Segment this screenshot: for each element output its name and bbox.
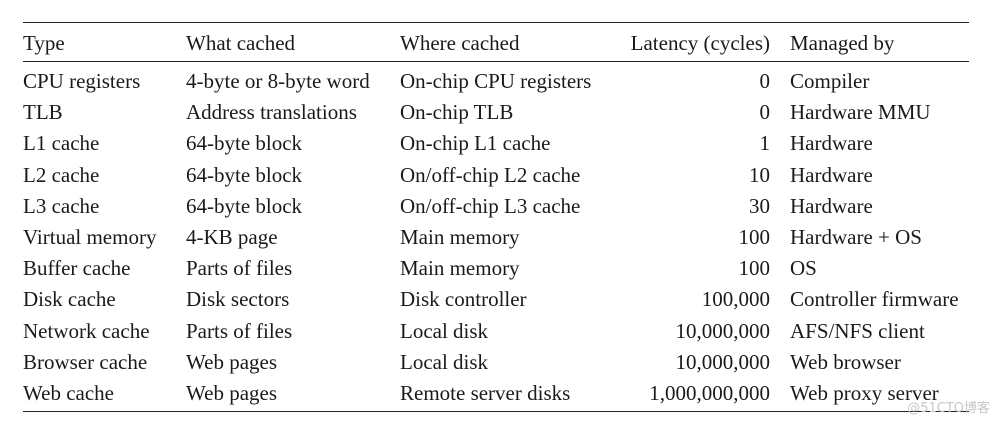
watermark: @51CTO博客: [907, 401, 990, 416]
table-row: Browser cache Web pages Local disk 10,00…: [23, 347, 969, 378]
cell-where-cached: On-chip TLB: [400, 100, 514, 125]
cell-where-cached: Local disk: [400, 349, 489, 374]
header-where-cached: Where cached: [400, 31, 520, 55]
table-row: L2 cache 64-byte block On/off-chip L2 ca…: [23, 160, 969, 191]
table-row: Web cache Web pages Remote server disks …: [23, 378, 969, 412]
header-what-cached: What cached: [186, 31, 296, 55]
table-row: Virtual memory 4-KB page Main memory 100…: [23, 222, 969, 253]
table-row: L1 cache 64-byte block On-chip L1 cache …: [23, 128, 969, 159]
cell-where-cached: On-chip L1 cache: [400, 131, 551, 156]
cell-managed-by: Hardware + OS: [790, 225, 922, 250]
cell-type: Network cache: [23, 318, 150, 343]
cell-what-cached: Parts of files: [186, 256, 293, 281]
table-row: Network cache Parts of files Local disk …: [23, 316, 969, 347]
cell-what-cached: Disk sectors: [186, 287, 290, 312]
cell-latency: 100: [738, 225, 771, 250]
cell-managed-by: Web proxy server: [790, 381, 939, 406]
cell-managed-by: AFS/NFS client: [790, 318, 925, 343]
cell-type: Disk cache: [23, 287, 116, 312]
cell-latency: 10,000,000: [675, 318, 771, 343]
cell-latency: 0: [759, 100, 771, 125]
cell-type: Buffer cache: [23, 256, 131, 281]
cell-what-cached: 64-byte block: [186, 131, 303, 156]
cell-where-cached: Disk controller: [400, 287, 527, 312]
cell-type: L2 cache: [23, 162, 100, 187]
cell-where-cached: Main memory: [400, 225, 520, 250]
cell-where-cached: On/off-chip L2 cache: [400, 162, 581, 187]
cell-type: TLB: [23, 100, 63, 125]
header-type: Type: [23, 31, 65, 55]
cell-what-cached: Web pages: [186, 349, 278, 374]
cell-latency: 0: [759, 69, 771, 93]
cache-table-container: Type What cached Where cached Latency (c…: [23, 22, 969, 412]
cell-type: Virtual memory: [23, 225, 157, 250]
cell-latency: 100: [738, 256, 771, 281]
cell-where-cached: Remote server disks: [400, 381, 571, 406]
cell-type: Browser cache: [23, 349, 148, 374]
cell-type: L3 cache: [23, 193, 100, 218]
cell-what-cached: 64-byte block: [186, 162, 303, 187]
cell-latency: 1,000,000,000: [649, 381, 770, 406]
header-managed-by: Managed by: [790, 31, 895, 55]
cell-managed-by: Web browser: [790, 349, 901, 374]
cell-type: CPU registers: [23, 69, 141, 93]
cell-type: L1 cache: [23, 131, 100, 156]
cell-where-cached: Local disk: [400, 318, 489, 343]
cell-what-cached: Address translations: [186, 100, 357, 125]
table-row: Disk cache Disk sectors Disk controller …: [23, 284, 969, 315]
cell-where-cached: On/off-chip L3 cache: [400, 193, 581, 218]
table-row: L3 cache 64-byte block On/off-chip L3 ca…: [23, 191, 969, 222]
cell-where-cached: Main memory: [400, 256, 520, 281]
table-row: TLB Address translations On-chip TLB 0 H…: [23, 97, 969, 128]
cell-what-cached: Web pages: [186, 381, 278, 406]
cell-latency: 10,000,000: [675, 349, 771, 374]
cell-where-cached: On-chip CPU registers: [400, 69, 592, 93]
cell-managed-by: Controller firmware: [790, 287, 959, 312]
table-row: CPU registers 4-byte or 8-byte word On-c…: [23, 62, 969, 98]
cell-latency: 1: [759, 131, 771, 156]
cell-latency: 30: [749, 193, 770, 218]
cell-latency: 10: [749, 162, 770, 187]
cell-managed-by: Hardware: [790, 131, 873, 156]
cell-managed-by: Hardware: [790, 162, 873, 187]
cell-what-cached: Parts of files: [186, 318, 293, 343]
table-header-row: Type What cached Where cached Latency (c…: [23, 22, 969, 62]
cell-what-cached: 64-byte block: [186, 193, 303, 218]
cache-table: Type What cached Where cached Latency (c…: [23, 22, 969, 412]
cell-managed-by: OS: [790, 256, 817, 281]
cell-what-cached: 4-byte or 8-byte word: [186, 69, 370, 93]
header-latency: Latency (cycles): [630, 31, 770, 55]
cell-what-cached: 4-KB page: [186, 225, 278, 250]
cell-managed-by: Compiler: [790, 69, 870, 93]
cell-latency: 100,000: [701, 287, 770, 312]
table-row: Buffer cache Parts of files Main memory …: [23, 253, 969, 284]
cell-type: Web cache: [23, 381, 114, 406]
cell-managed-by: Hardware MMU: [790, 100, 931, 125]
cell-managed-by: Hardware: [790, 193, 873, 218]
